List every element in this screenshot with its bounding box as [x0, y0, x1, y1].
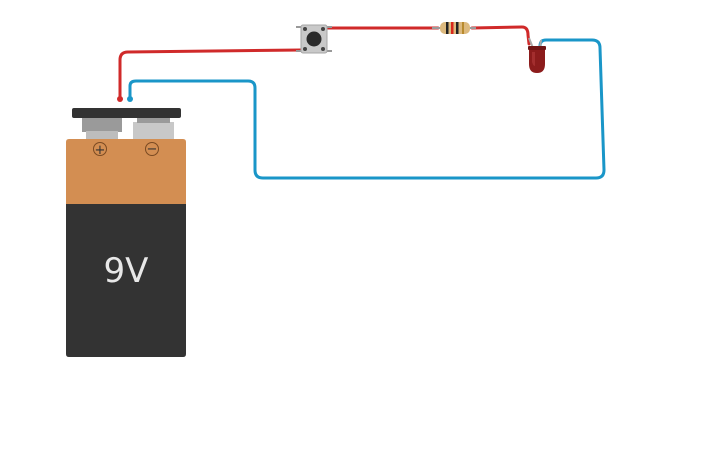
positive-symbol-circle: [93, 142, 107, 156]
resistor[interactable]: [432, 22, 476, 34]
pushbutton-corner-tr: [321, 27, 325, 31]
resistor-band-3: [456, 22, 459, 34]
wire-resistor-to-led[interactable]: [470, 25, 531, 46]
resistor-band-4: [462, 22, 464, 34]
terminal-positive-base: [86, 131, 118, 139]
negative-symbol: −: [147, 142, 158, 157]
resistor-band-1: [446, 22, 449, 34]
led-dome: [529, 50, 545, 73]
voltage-label: 9V: [104, 251, 149, 291]
pushbutton-corner-br: [321, 47, 325, 51]
battery-cap: [72, 108, 181, 118]
negative-symbol-circle: [145, 142, 159, 156]
terminal-positive: [82, 118, 122, 132]
red-led[interactable]: [528, 37, 546, 73]
pushbutton[interactable]: [296, 24, 332, 54]
pushbutton-cap: [306, 31, 322, 47]
led-highlight: [532, 52, 535, 66]
terminal-dot-negative: [127, 96, 133, 102]
battery-top-label: [66, 139, 186, 204]
terminal-dot-positive: [117, 96, 123, 102]
positive-symbol: +: [95, 143, 106, 158]
wire-positive-to-button[interactable]: [118, 48, 303, 102]
battery-9v[interactable]: + − 9V: [66, 108, 186, 357]
wire-negative-loop[interactable]: [128, 38, 606, 180]
resistor-band-2: [451, 22, 454, 34]
led-rim: [528, 46, 546, 50]
pushbutton-corner-bl: [303, 47, 307, 51]
terminal-negative-rim: [137, 118, 170, 123]
pushbutton-corner-tl: [303, 27, 307, 31]
resistor-body: [440, 22, 470, 34]
battery-body: [66, 204, 186, 357]
terminal-negative: [133, 122, 174, 140]
